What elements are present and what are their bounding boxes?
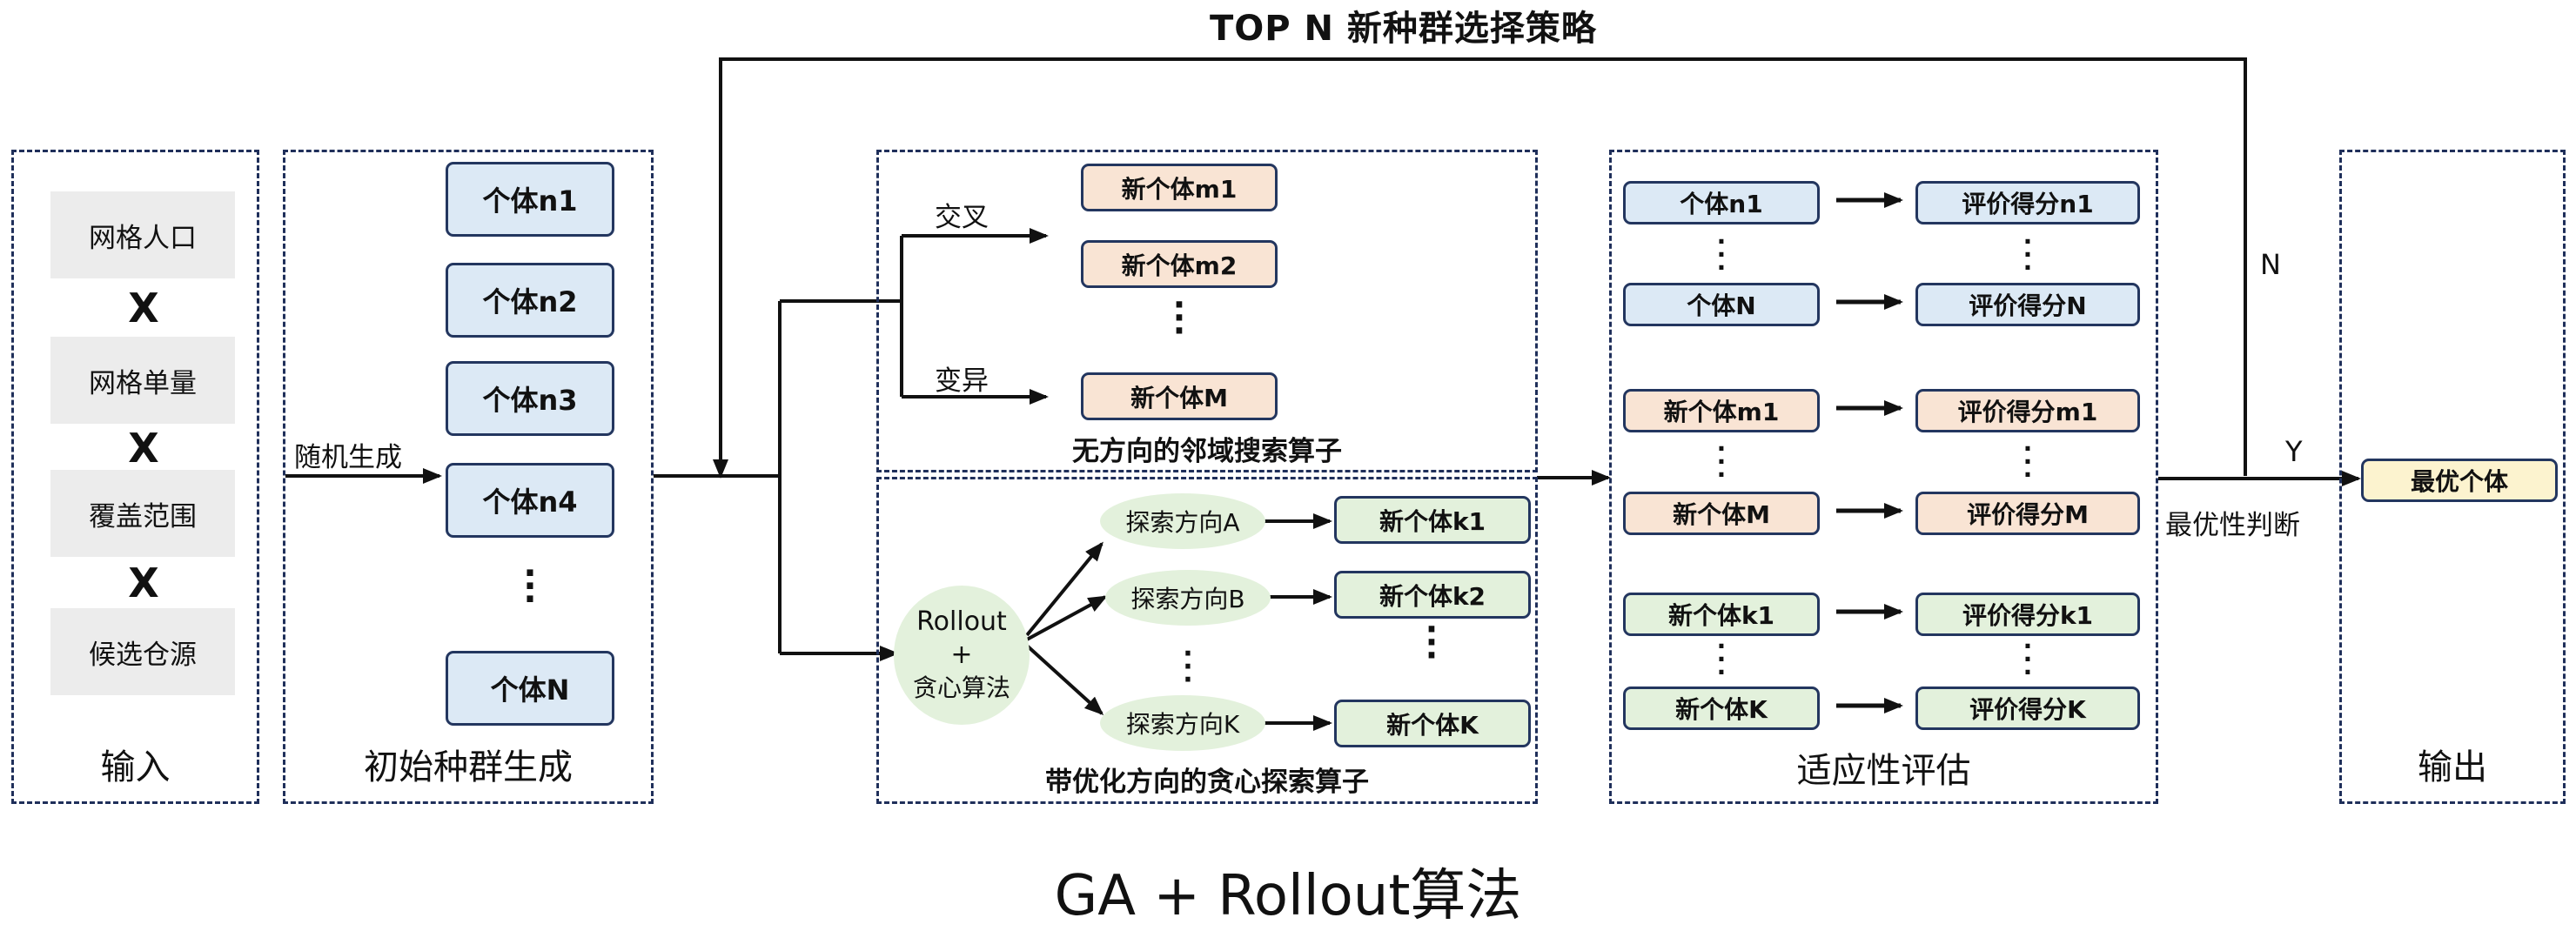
ellipsis-icon: ··· <box>1716 632 1727 687</box>
decision-no-label: N <box>2260 248 2281 281</box>
random-generate-label: 随机生成 <box>294 442 402 473</box>
multiply-icon: X <box>128 425 159 472</box>
fitness-from: 新个体M <box>1623 492 1820 535</box>
fitness-score: 评价得分M <box>1915 492 2140 535</box>
rollout-line1: Rollout <box>916 606 1007 637</box>
new-individual-k1: 新个体k1 <box>1334 496 1531 544</box>
new-individual-m2: 新个体m2 <box>1081 240 1278 288</box>
ellipsis-icon: ··· <box>1183 639 1193 695</box>
edge-top-loop <box>713 57 2247 479</box>
ellipsis-icon: ··· <box>1716 434 1727 489</box>
direction-b-node: 探索方向B <box>1105 570 1271 626</box>
fitness-from: 新个体m1 <box>1623 389 1820 432</box>
output-panel-label: 输出 <box>2418 747 2487 787</box>
fitness-from: 新个体k1 <box>1623 593 1820 636</box>
mutation-label: 变异 <box>935 365 989 397</box>
init-panel: 个体n1 个体n2 个体n3 个体n4 ··· 个体N 初始种群生成 <box>283 150 654 804</box>
input-panel: 网格人口 X 网格单量 X 覆盖范围 X 候选仓源 输入 <box>11 150 259 804</box>
ellipsis-icon: ··· <box>1425 610 1439 674</box>
input-item: 覆盖范围 <box>50 470 235 557</box>
input-item: 候选仓源 <box>50 608 235 695</box>
new-individual-M: 新个体M <box>1081 372 1278 420</box>
individual-N: 个体N <box>446 651 614 726</box>
new-individual-m1: 新个体m1 <box>1081 164 1278 211</box>
individual-n2: 个体n2 <box>446 263 614 338</box>
fitness-panel: 个体n1 评价得分n1 ··· ··· 个体N 评价得分N 新个体m1 评价得分… <box>1609 150 2158 804</box>
direction-k-node: 探索方向K <box>1100 695 1265 751</box>
crossover-label: 交叉 <box>935 202 989 233</box>
diagram-title: GA + Rollout算法 <box>1054 864 1522 928</box>
new-individual-k2: 新个体k2 <box>1334 571 1531 619</box>
new-individual-K: 新个体K <box>1334 700 1531 747</box>
greedy-panel: 新个体k1 新个体k2 ··· 新个体K 带优化方向的贪心探索算子 <box>876 477 1538 804</box>
input-item: 网格单量 <box>50 337 235 424</box>
edge-rollout-a <box>1025 541 1104 637</box>
decision-label: 最优性判断 <box>2165 510 2300 541</box>
fitness-score: 评价得分K <box>1915 687 2140 730</box>
greedy-panel-label: 带优化方向的贪心探索算子 <box>1045 767 1369 798</box>
input-item: 网格人口 <box>50 191 235 278</box>
rollout-line2: + <box>950 640 973 670</box>
multiply-icon: X <box>128 285 159 332</box>
ellipsis-icon: ··· <box>2023 434 2033 489</box>
rollout-greedy-node: Rollout + 贪心算法 <box>894 586 1030 725</box>
fitness-score: 评价得分m1 <box>1915 389 2140 432</box>
ellipsis-icon: ··· <box>523 553 537 620</box>
input-panel-label: 输入 <box>100 747 171 787</box>
edge-rollout-b <box>1026 595 1108 641</box>
fitness-from: 个体N <box>1623 283 1820 326</box>
edge-rollout-k <box>1025 644 1104 716</box>
ellipsis-icon: ··· <box>2023 227 2033 282</box>
ellipsis-icon: ··· <box>1172 285 1186 350</box>
fitness-from: 个体n1 <box>1623 181 1820 224</box>
best-individual: 最优个体 <box>2361 459 2558 502</box>
multiply-icon: X <box>128 559 159 606</box>
individual-n3: 个体n3 <box>446 361 614 436</box>
init-panel-label: 初始种群生成 <box>364 747 573 787</box>
ellipsis-icon: ··· <box>2023 632 2033 687</box>
neighborhood-panel-label: 无方向的邻域搜索算子 <box>1072 436 1342 467</box>
fitness-score: 评价得分n1 <box>1915 181 2140 224</box>
fitness-score: 评价得分N <box>1915 283 2140 326</box>
fitness-score: 评价得分k1 <box>1915 593 2140 636</box>
fitness-panel-label: 适应性评估 <box>1796 751 1971 791</box>
rollout-line3: 贪心算法 <box>912 673 1010 702</box>
direction-a-node: 探索方向A <box>1100 493 1265 549</box>
decision-yes-label: Y <box>2285 435 2303 468</box>
neighborhood-panel: 新个体m1 新个体m2 ··· 新个体M 无方向的邻域搜索算子 <box>876 150 1538 472</box>
individual-n4: 个体n4 <box>446 463 614 538</box>
individual-n1: 个体n1 <box>446 162 614 237</box>
output-panel: 最优个体 输出 <box>2339 150 2566 804</box>
ellipsis-icon: ··· <box>1716 227 1727 282</box>
fitness-from: 新个体K <box>1623 687 1820 730</box>
top-loop-label: TOP N 新种群选择策略 <box>1210 9 1597 49</box>
